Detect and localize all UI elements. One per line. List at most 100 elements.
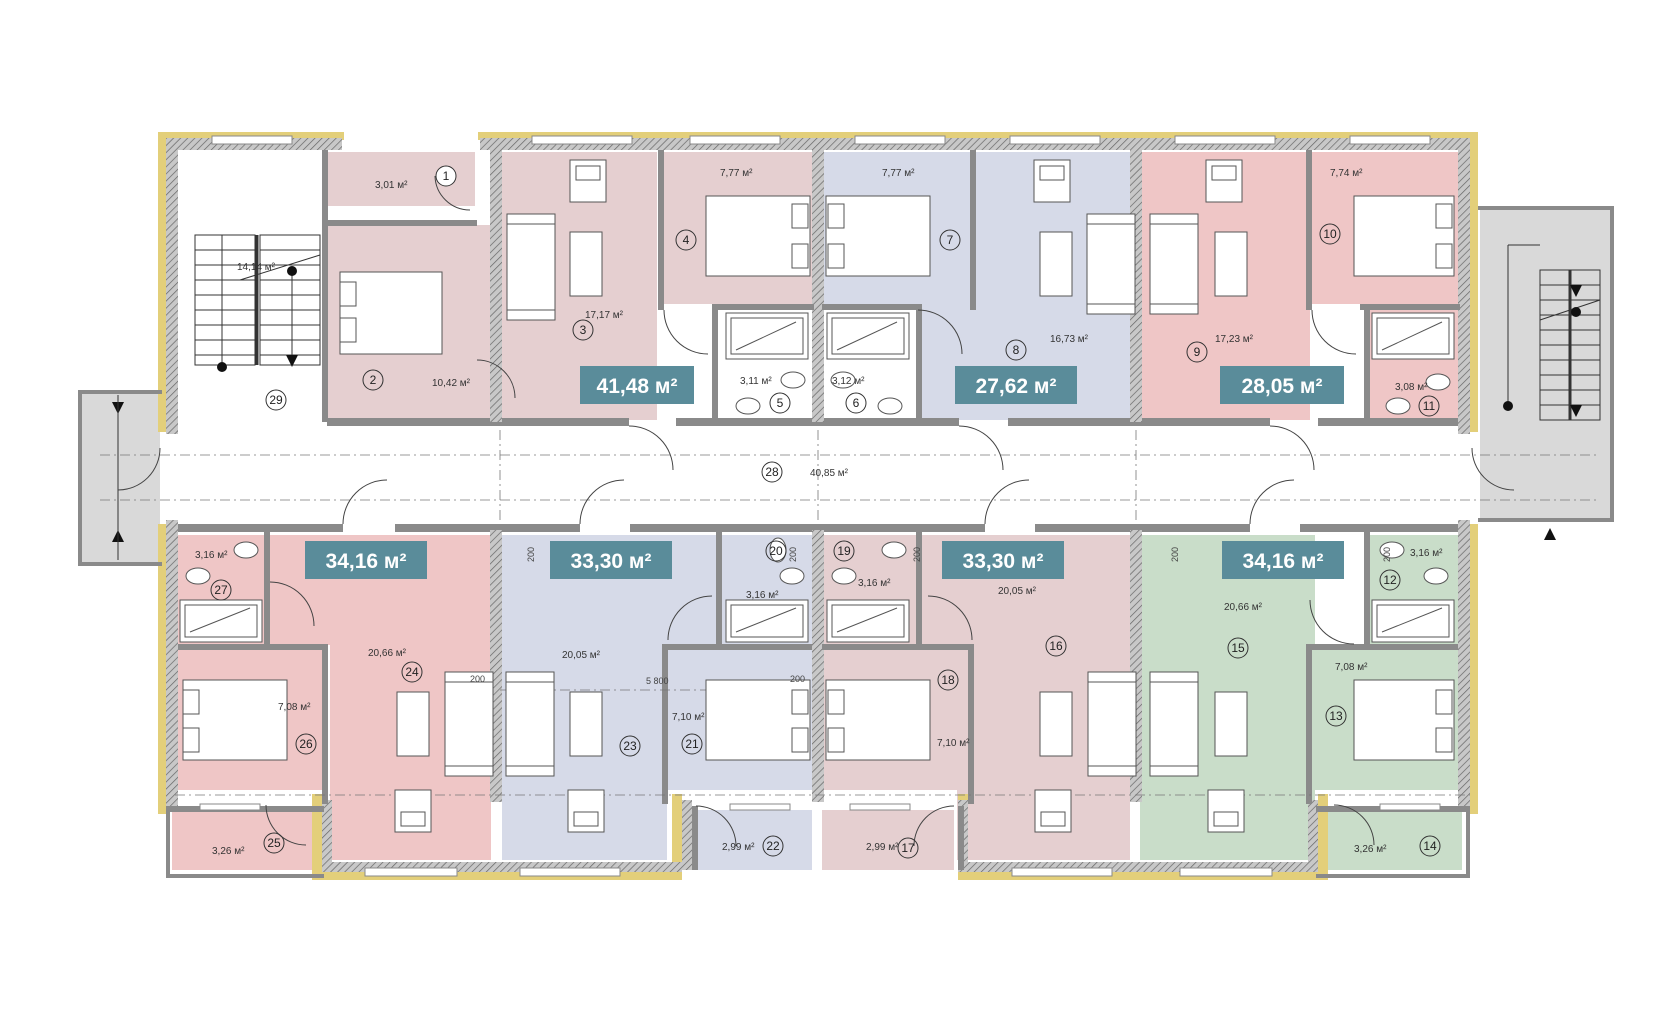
room-number-label-26: 26: [299, 737, 313, 751]
armchair-icon: [569, 159, 607, 203]
apt-badge-bg: [1220, 366, 1344, 404]
bed-icon: [339, 271, 443, 355]
room-number-label-4: 4: [683, 233, 690, 247]
room-number-19: [833, 540, 855, 562]
stair-right: [1480, 208, 1613, 518]
bathtub-icon: [179, 599, 263, 643]
furniture: [179, 159, 1455, 833]
room-area-5: 3,11 м²: [740, 376, 772, 387]
sink-icon: [881, 541, 907, 559]
room-number-5: [769, 392, 791, 414]
room-fills: [80, 152, 1613, 870]
bed-icon: [825, 679, 931, 761]
room-area-1: 3,01 м²: [375, 180, 408, 191]
apt-badge-bg: [1222, 541, 1344, 579]
room-number-11: [1418, 395, 1440, 417]
bed-icon: [705, 679, 811, 761]
stair-right-dot-2: [1571, 307, 1581, 317]
toilet-icon: [831, 567, 857, 585]
apt-badge-apt-d: 34,16 м²: [326, 550, 407, 573]
stair-hall-left: [175, 152, 327, 435]
room-number-label-23: 23: [623, 739, 637, 753]
armchair-icon: [567, 789, 605, 833]
room-25-fill: [172, 810, 312, 870]
stair-right-dot: [1503, 401, 1513, 411]
room-22-fill: [680, 810, 812, 870]
room-28-fill: [160, 420, 1472, 530]
room-number-13: [1325, 705, 1347, 727]
room-number-label-11: 11: [1423, 399, 1436, 413]
stair-arrow-icon: [1570, 405, 1582, 417]
dim-label: 200: [912, 547, 922, 562]
room-number-label-7: 7: [947, 233, 954, 247]
room-number-label-16: 16: [1049, 639, 1063, 653]
room-area-16: 20,05 м²: [998, 586, 1037, 597]
apt-badge-apt-a: 41,48 м²: [597, 375, 678, 398]
sofa-icon: [1086, 213, 1136, 315]
room-number-1: [435, 165, 457, 187]
bathtub-icon: [826, 599, 910, 643]
sink-icon: [1379, 541, 1405, 559]
dim-label: 200: [1382, 547, 1392, 562]
sofa-icon: [506, 213, 556, 321]
stair-arrow-icon: [1570, 285, 1582, 297]
apt-badge-apt-g: 34,16 м²: [1243, 550, 1324, 573]
room-number-label-12: 12: [1383, 573, 1397, 587]
room-area-26: 7,08 м²: [278, 702, 311, 713]
room-number-7: [939, 229, 961, 251]
room-number-label-13: 13: [1329, 709, 1343, 723]
room-number-24: [401, 661, 423, 683]
dim-label: 200: [470, 674, 485, 684]
sofa-icon: [444, 671, 494, 777]
table-icon: [1214, 231, 1248, 297]
bathtub-icon: [725, 599, 809, 643]
room-number-12: [1379, 569, 1401, 591]
room-area-7: 7,77 м²: [882, 168, 915, 179]
room-area-18: 7,10 м²: [937, 738, 970, 749]
bathtub-icon: [1371, 312, 1455, 360]
room-number-27: [210, 579, 232, 601]
room-number-label-27: 27: [214, 583, 228, 597]
table-icon: [396, 691, 430, 757]
room-number-label-8: 8: [1013, 343, 1020, 357]
room-number-label-21: 21: [685, 737, 699, 751]
room-number-label-18: 18: [941, 673, 955, 687]
sink-icon: [233, 541, 259, 559]
stair-left-dot: [287, 266, 297, 276]
sofa-icon: [505, 671, 555, 777]
table-icon: [569, 231, 603, 297]
stair-arrow-icon: [1544, 528, 1556, 540]
toilet-icon: [780, 371, 806, 389]
room-number-28: [761, 461, 783, 483]
door-swing-icon: [1471, 447, 1515, 491]
room-number-3: [572, 319, 594, 341]
room-area-21: 7,10 м²: [672, 712, 705, 723]
armchair-icon: [394, 789, 432, 833]
apt-badge-bg: [942, 541, 1064, 579]
room-area-4: 7,77 м²: [720, 168, 753, 179]
room-number-9: [1186, 341, 1208, 363]
table-icon: [1039, 231, 1073, 297]
apt-badge-apt-e: 33,30 м²: [571, 550, 652, 573]
room-number-label-14: 14: [1423, 839, 1437, 853]
room-number-label-10: 10: [1323, 227, 1337, 241]
armchair-icon: [1034, 789, 1072, 833]
table-icon: [569, 691, 603, 757]
room-area-29: 14,14 м²: [237, 262, 276, 273]
door-swing-icon: [117, 447, 161, 491]
room-number-8: [1005, 339, 1027, 361]
toilet-icon: [1425, 373, 1451, 391]
room-area-22: 2,99 м²: [722, 842, 755, 853]
room-number-4: [675, 229, 697, 251]
sofa-icon: [1149, 213, 1199, 315]
room-14-fill: [1322, 810, 1462, 870]
room-number-label-29: 29: [269, 393, 283, 407]
table-icon: [1214, 691, 1248, 757]
room-area-19: 3,16 м²: [858, 578, 891, 589]
stair-arrow-icon: [286, 355, 298, 367]
room-number-label-24: 24: [405, 665, 419, 679]
room-number-label-25: 25: [267, 836, 281, 850]
room-area-20: 3,16 м²: [746, 590, 779, 601]
room-number-15: [1227, 637, 1249, 659]
